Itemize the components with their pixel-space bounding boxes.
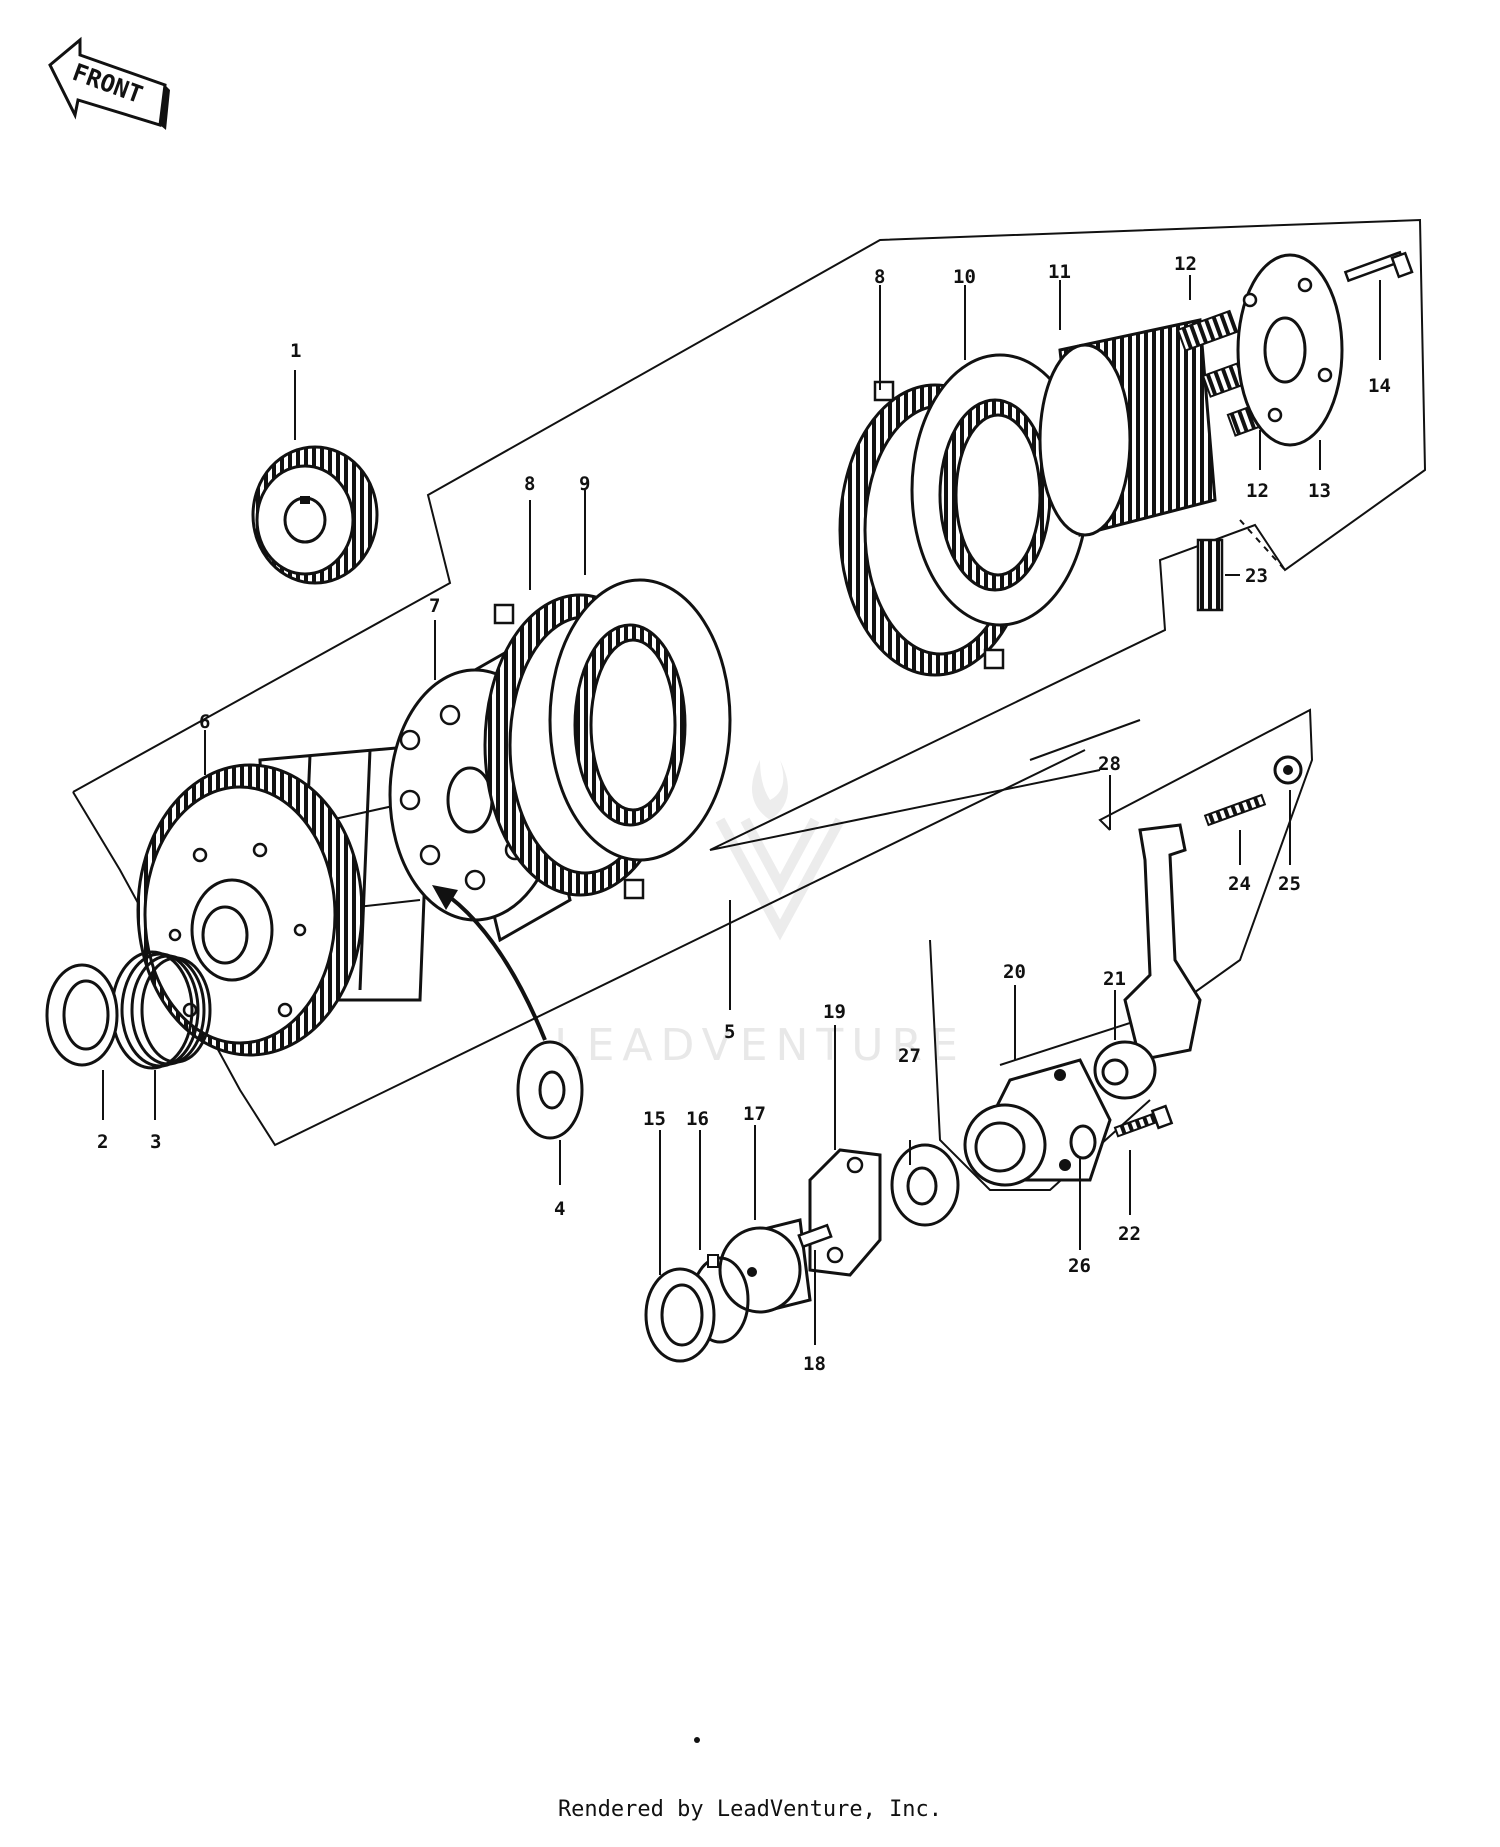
callout-10: 10 — [953, 266, 976, 288]
callout-4: 4 — [554, 1198, 565, 1220]
callout-8-rear: 8 — [874, 266, 885, 288]
callout-12-upper: 12 — [1174, 253, 1197, 275]
callout-19: 19 — [823, 1001, 846, 1023]
callout-20: 20 — [1003, 961, 1026, 983]
front-arrow-icon: FRONT — [48, 36, 170, 130]
part-17-release-piston — [718, 1218, 833, 1314]
callout-12-lower: 12 — [1246, 480, 1269, 502]
callout-6: 6 — [199, 711, 210, 733]
watermark-text: LEADVENTURE — [554, 1020, 966, 1071]
part-25-nut — [1273, 755, 1303, 785]
part-22-bolt — [1113, 1104, 1174, 1138]
callout-23: 23 — [1245, 565, 1268, 587]
callout-22: 22 — [1118, 1223, 1141, 1245]
render-credit: Rendered by LeadVenture, Inc. — [557, 1797, 943, 1822]
callout-27: 27 — [898, 1045, 921, 1067]
callout-24: 24 — [1228, 873, 1251, 895]
callout-25: 25 — [1278, 873, 1301, 895]
callout-21: 21 — [1103, 968, 1126, 990]
part-1-gear — [251, 445, 379, 585]
leader-lines — [102, 275, 1381, 1345]
callout-5: 5 — [724, 1021, 735, 1043]
callout-3: 3 — [150, 1131, 161, 1153]
part-24-adjust-screw — [1203, 793, 1267, 827]
part-4-washer — [432, 885, 584, 1140]
part-19-gasket — [808, 1148, 882, 1277]
callout-18: 18 — [803, 1353, 826, 1375]
part-20-release-housing — [963, 1058, 1112, 1187]
part-9-steel-plate-front — [548, 578, 732, 862]
part-27-bearing — [890, 1143, 960, 1227]
callout-15: 15 — [643, 1108, 666, 1130]
part-14-bolt — [1343, 250, 1414, 283]
callout-16: 16 — [686, 1108, 709, 1130]
callout-8-front: 8 — [524, 473, 535, 495]
callout-11: 11 — [1048, 261, 1071, 283]
callout-7: 7 — [429, 595, 440, 617]
part-11-inner-hub — [1038, 318, 1217, 537]
callout-17: 17 — [743, 1103, 766, 1125]
stray-dot — [694, 1737, 700, 1743]
callout-2: 2 — [97, 1131, 108, 1153]
callout-26: 26 — [1068, 1255, 1091, 1277]
part-23-spring — [1196, 538, 1224, 612]
part-2-washer — [45, 963, 119, 1067]
callout-9: 9 — [579, 473, 590, 495]
callout-labels: 1 2 3 4 5 6 7 8 9 8 10 11 12 12 13 14 15… — [97, 253, 1391, 1375]
callout-1: 1 — [290, 340, 301, 362]
callout-28: 28 — [1098, 753, 1121, 775]
callout-14: 14 — [1368, 375, 1391, 397]
part-26-washer — [1069, 1124, 1097, 1160]
part-21-release-lever — [1093, 823, 1202, 1100]
part-13-pressure-plate — [1236, 253, 1344, 447]
watermark: LEADVENTURE — [554, 760, 966, 1071]
assembly-outline-upper — [72, 218, 1427, 1147]
part-15-oil-seal — [644, 1267, 716, 1363]
part-6-clutch-housing — [136, 743, 432, 1057]
callout-13: 13 — [1308, 480, 1331, 502]
